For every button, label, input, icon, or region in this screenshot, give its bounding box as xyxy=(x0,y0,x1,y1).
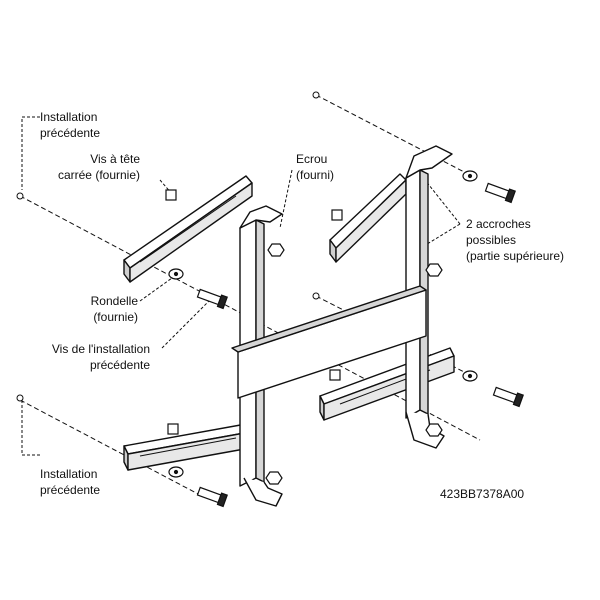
label-vis-installation: Vis de l'installation précédente xyxy=(52,342,150,372)
svg-text:Ecrou: Ecrou xyxy=(296,152,327,166)
label-installation-top: Installation précédente xyxy=(40,110,100,140)
label-accroches: 2 accroches possibles (partie supérieure… xyxy=(466,217,564,263)
label-ecrou: Ecrou (fourni) xyxy=(296,152,334,182)
install-point-markers xyxy=(16,91,320,402)
svg-text:2 accroches: 2 accroches xyxy=(466,217,531,231)
svg-text:précédente: précédente xyxy=(40,126,100,140)
screw-icon xyxy=(196,182,524,508)
svg-text:Installation: Installation xyxy=(40,467,97,481)
svg-text:Vis de l'installation: Vis de l'installation xyxy=(52,342,150,356)
svg-text:carrée (fournie): carrée (fournie) xyxy=(58,168,140,182)
svg-text:Installation: Installation xyxy=(40,110,97,124)
svg-text:Vis à tête: Vis à tête xyxy=(90,152,140,166)
label-rondelle: Rondelle (fournie) xyxy=(91,294,139,324)
svg-text:précédente: précédente xyxy=(90,358,150,372)
label-vis-tete-carree: Vis à tête carrée (fournie) xyxy=(58,152,140,182)
label-installation-bottom: Installation précédente xyxy=(40,467,100,497)
svg-text:précédente: précédente xyxy=(40,483,100,497)
reference-code: 423BB7378A00 xyxy=(440,487,524,501)
lower-left-rail xyxy=(123,423,251,471)
square-head-bolt-icon xyxy=(165,189,343,435)
svg-text:possibles: possibles xyxy=(466,233,516,247)
nut-icon xyxy=(265,243,443,485)
upper-left-rail xyxy=(123,175,253,283)
crossbar xyxy=(231,285,427,399)
svg-text:(fourni): (fourni) xyxy=(296,168,334,182)
svg-text:(fournie): (fournie) xyxy=(93,310,138,324)
washer-icon xyxy=(168,170,478,478)
svg-text:Rondelle: Rondelle xyxy=(91,294,139,308)
svg-text:(partie supérieure): (partie supérieure) xyxy=(466,249,564,263)
